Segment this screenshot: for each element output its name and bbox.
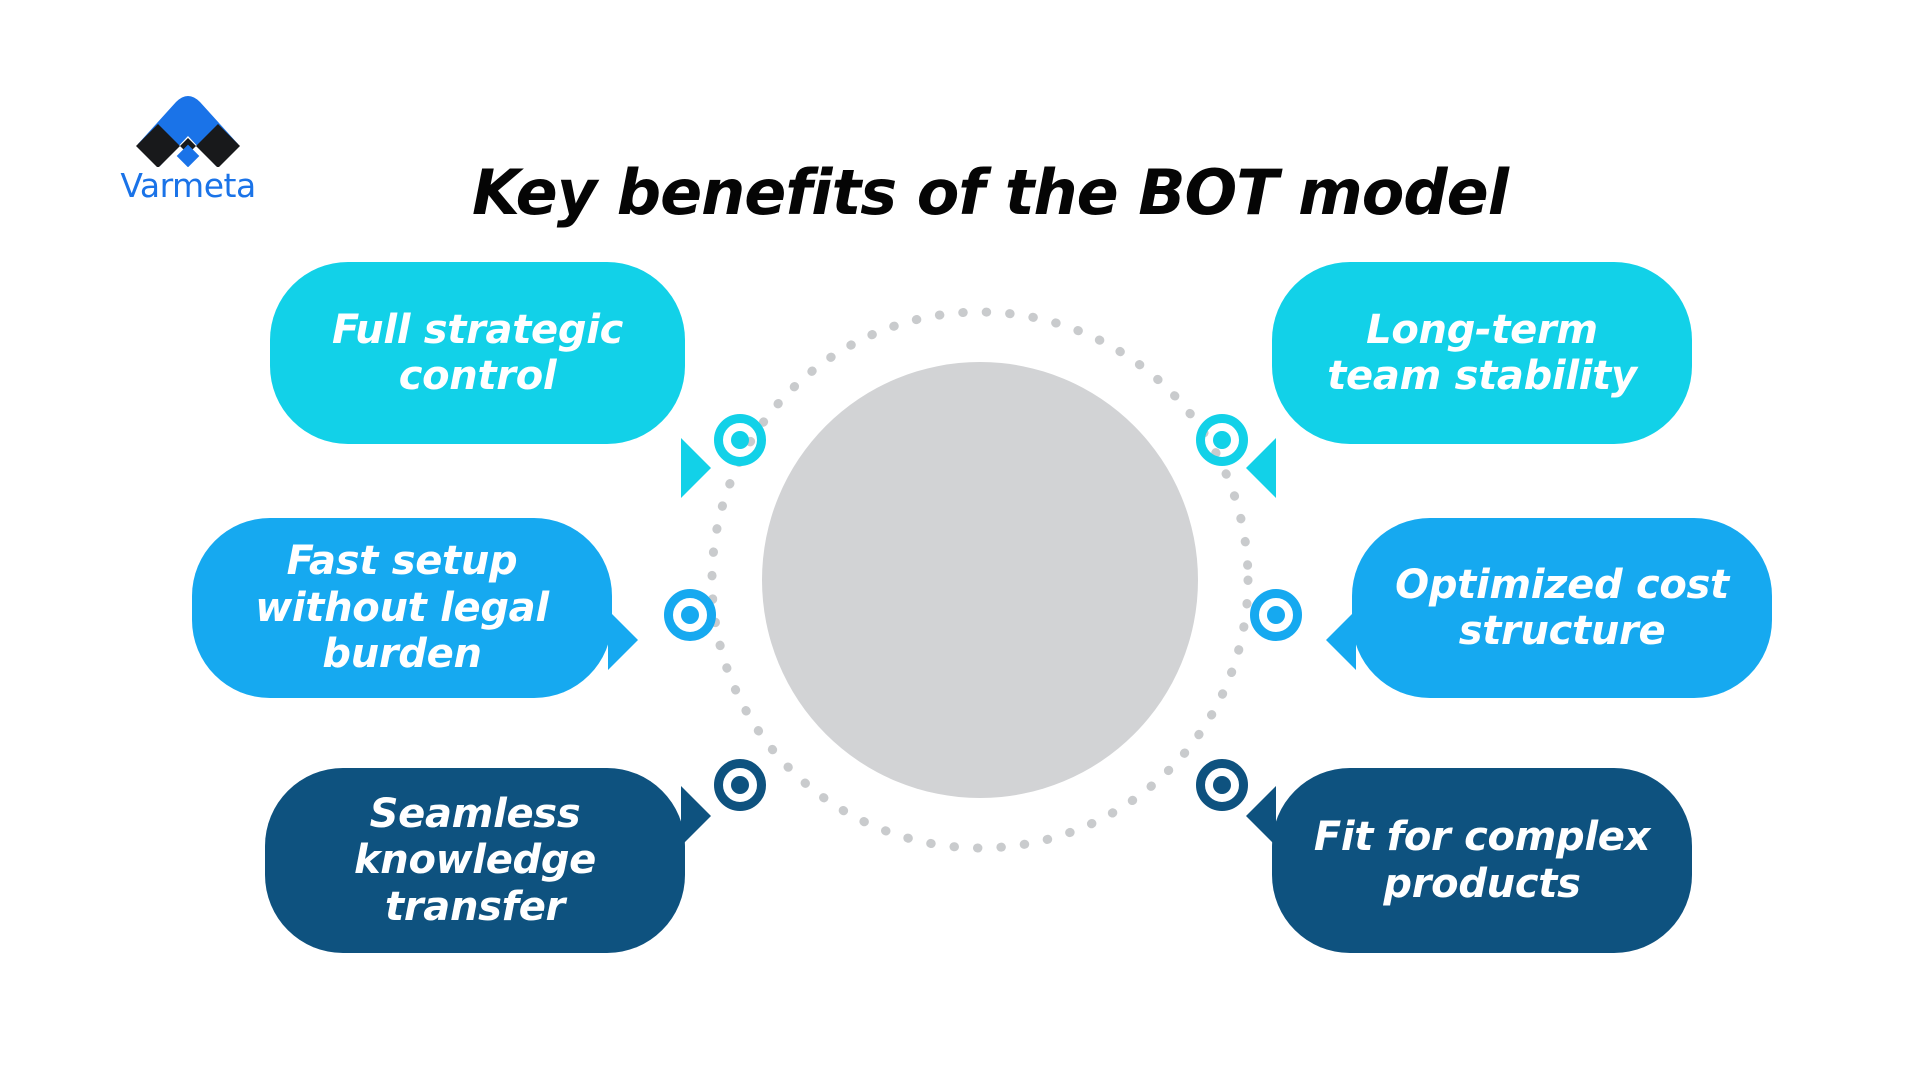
connector-ring-fit-for-complex-products[interactable] [1196,759,1248,811]
dotted-orbit-ring [707,307,1253,853]
connector-ring-optimized-cost-structure[interactable] [1250,589,1302,641]
connector-ring-core [1213,431,1231,449]
benefit-bubble-tail [1326,610,1356,670]
benefit-bubble-tail [608,610,638,670]
brand-logo: Varmeta [118,82,298,217]
benefit-bubble-label: Fit for complex products [1313,814,1651,907]
connector-ring-core [731,431,749,449]
benefit-bubble-long-term-team-stability[interactable]: Long-term team stability [1246,262,1692,498]
benefit-bubble-seamless-knowledge-transfer[interactable]: Seamless knowledge transfer [265,768,711,953]
brand-wordmark: Varmeta [120,166,256,205]
connector-ring-core [731,776,749,794]
varmeta-chevron-icon [128,82,248,168]
page-title: Key benefits of the BOT model [472,155,1509,229]
connector-ring-seamless-knowledge-transfer[interactable] [714,759,766,811]
benefit-bubble-label: Optimized cost structure [1395,561,1729,654]
center-hub-circle [762,362,1198,798]
benefit-bubble-tail [681,786,711,846]
connector-ring-full-strategic-control[interactable] [714,414,766,466]
benefit-bubble-fast-setup-without-legal-burden[interactable]: Fast setup without legal burden [192,518,638,698]
benefit-bubble-label: Long-term team stability [1327,306,1637,399]
benefit-bubble-label: Full strategic control [331,306,624,399]
benefit-bubble-label: Seamless knowledge transfer [353,790,597,930]
benefit-bubble-full-strategic-control[interactable]: Full strategic control [270,262,711,498]
connector-ring-core [1267,606,1285,624]
connector-ring-core [1213,776,1231,794]
center-diagram [700,300,1260,860]
connector-ring-fast-setup-without-legal-burden[interactable] [664,589,716,641]
benefit-bubble-tail [1246,786,1276,846]
connector-ring-core [681,606,699,624]
benefit-bubble-fit-for-complex-products[interactable]: Fit for complex products [1246,768,1692,953]
benefit-bubble-tail [1246,438,1276,498]
benefit-bubble-tail [681,438,711,498]
benefit-bubble-label: Fast setup without legal burden [255,538,549,678]
connector-ring-long-term-team-stability[interactable] [1196,414,1248,466]
benefit-bubble-optimized-cost-structure[interactable]: Optimized cost structure [1326,518,1772,698]
